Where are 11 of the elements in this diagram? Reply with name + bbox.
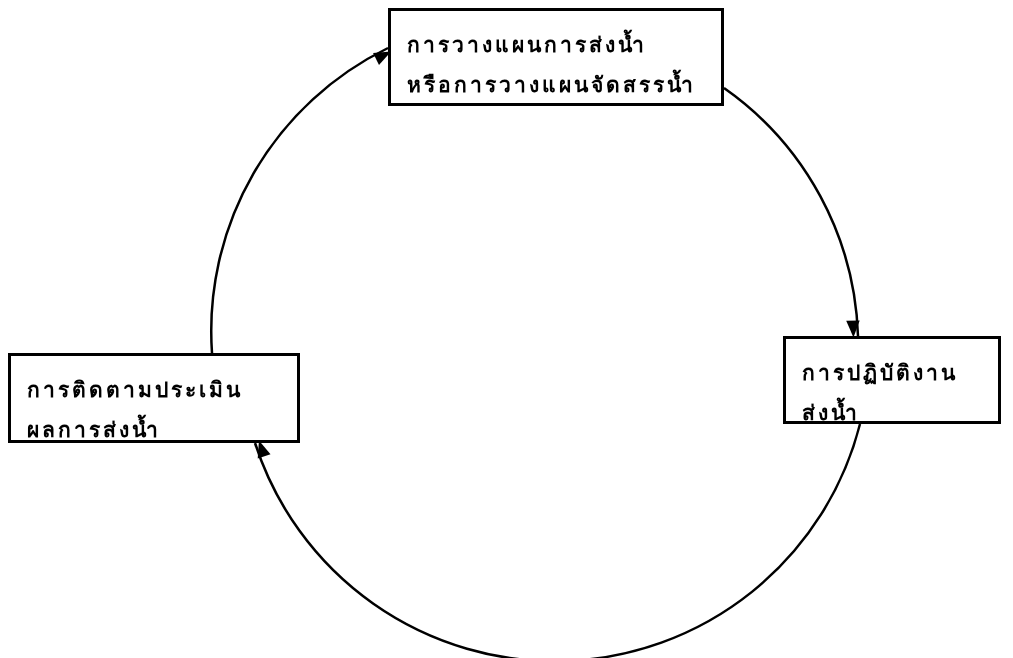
process-box [388,8,724,106]
box-label: การวางแผนการส่งน้ำ [407,25,705,65]
box-label: หรือการวางแผนจัดสรรน้ำ [407,65,705,105]
process-box [783,336,1001,424]
arrow [253,423,862,658]
box-label: ส่งน้ำ [802,393,982,433]
box-label: ผลการส่งน้ำ [27,410,281,450]
arrow [723,87,860,338]
process-box [8,353,300,443]
box-label: การติดตามประเมิน [27,377,244,404]
box-label: การปฏิบัติงาน [802,360,959,387]
